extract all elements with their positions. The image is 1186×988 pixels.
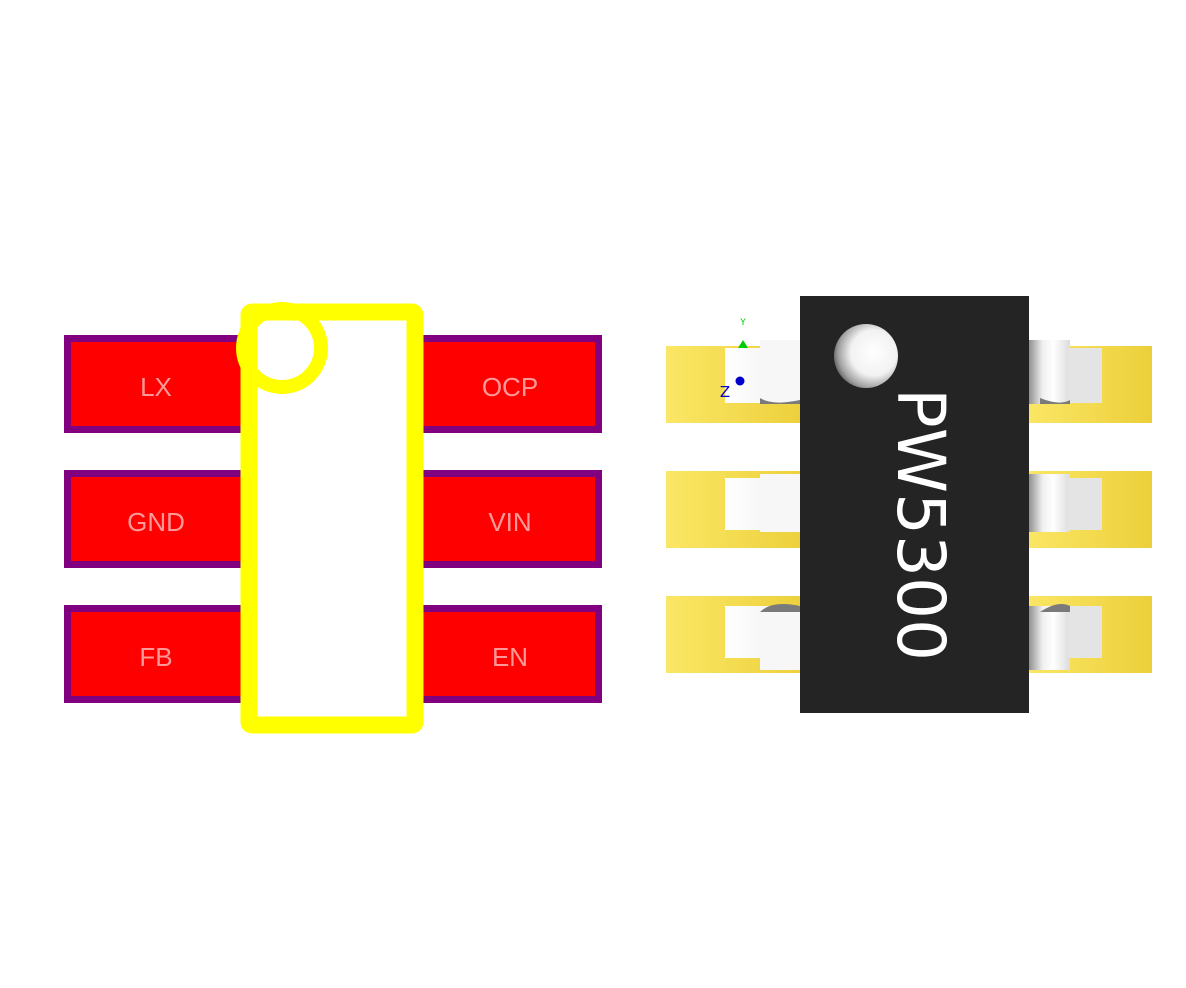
pad-label-en: EN (492, 642, 528, 672)
pad-label-gnd: GND (127, 507, 185, 537)
y-axis-arrow-icon (738, 340, 748, 348)
lead-left (725, 474, 805, 532)
y-axis-label: Y (739, 318, 746, 328)
pin1-dimple (834, 324, 898, 388)
part-marking: PW5300 (882, 388, 959, 661)
lead-right (1028, 474, 1102, 532)
lead-right (1028, 604, 1102, 670)
silkscreen-outline (240, 303, 424, 734)
pad-label-fb: FB (139, 642, 172, 672)
lead-left (725, 604, 805, 670)
lead-right (1028, 340, 1102, 404)
z-axis-dot-icon (735, 376, 745, 386)
pad-label-vin: VIN (488, 507, 531, 537)
model-3d-view: PW5300 Y Z (666, 296, 1152, 713)
pad-label-ocp: OCP (482, 372, 538, 402)
pin1-marker (236, 302, 328, 394)
footprint-view: LX GND FB OCP VIN EN (64, 302, 602, 734)
z-axis-label: Z (720, 383, 730, 401)
pad-label-lx: LX (140, 372, 172, 402)
lead-left (725, 340, 805, 404)
axis-triad: Y Z (720, 318, 748, 401)
